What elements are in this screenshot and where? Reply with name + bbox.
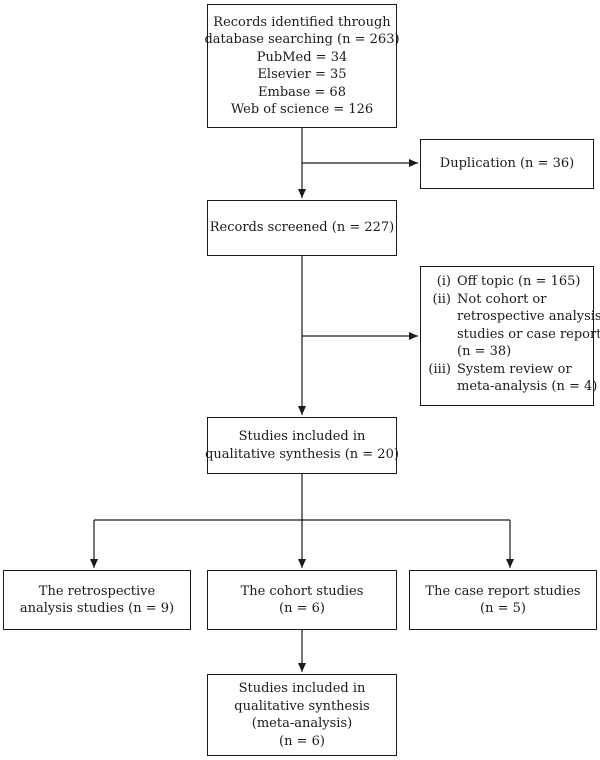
excluded-item-3: (iii) System review or meta-analysis (n … — [425, 361, 597, 396]
cohort-box: The cohort studies (n = 6) — [207, 570, 397, 630]
duplication-box: Duplication (n = 36) — [420, 139, 594, 189]
screened-box: Records screened (n = 227) — [207, 200, 397, 256]
identified-records-box: Records identified through database sear… — [204, 4, 400, 128]
meta-line-4: (n = 6) — [279, 733, 325, 749]
retrospective-line-1: The retrospective — [38, 583, 156, 599]
identified-line-3: PubMed = 34 — [256, 49, 348, 65]
excluded-item-1-line-1: Off topic (n = 165) — [457, 274, 581, 289]
case-report-box: The case report studies (n = 5) — [409, 570, 597, 630]
case-report-line-2: (n = 5) — [480, 601, 526, 616]
retrospective-line-2: analysis studies (n = 9) — [19, 601, 175, 616]
included-line-2: qualitative synthesis (n = 20) — [205, 446, 399, 462]
identified-line-2: database searching (n = 263) — [204, 32, 400, 47]
retrospective-box: The retrospective analysis studies (n = … — [3, 570, 191, 630]
excluded-item-3-number: (iii) — [428, 361, 451, 377]
screened-label: Records screened (n = 227) — [209, 220, 395, 236]
excluded-item-2-line-1: Not cohort or — [457, 291, 547, 307]
excluded-item-2-line-3: studies or case report — [457, 326, 600, 342]
meta-analysis-box: Studies included in qualitative synthesi… — [207, 674, 397, 756]
cohort-line-2: (n = 6) — [279, 601, 325, 616]
duplication-label: Duplication (n = 36) — [439, 156, 575, 172]
excluded-box: (i) Off topic (n = 165) (ii) Not cohort … — [420, 266, 600, 406]
excluded-item-2-number: (ii) — [432, 291, 451, 307]
included-line-1: Studies included in — [238, 429, 366, 444]
excluded-item-2: (ii) Not cohort or retrospective analysi… — [425, 291, 600, 361]
meta-line-1: Studies included in — [238, 681, 366, 696]
identified-line-6: Web of science = 126 — [230, 102, 374, 117]
excluded-item-2-line-4: (n = 38) — [457, 344, 512, 359]
identified-line-4: Elsevier = 35 — [257, 67, 347, 82]
excluded-item-3-line-2: meta-analysis (n = 4) — [457, 379, 598, 394]
excluded-item-1: (i) Off topic (n = 165) — [425, 273, 587, 291]
included-box: Studies included in qualitative synthesi… — [205, 417, 399, 474]
excluded-item-2-line-2: retrospective analysis — [457, 309, 600, 324]
excluded-item-1-number: (i) — [436, 274, 451, 289]
meta-line-3: (meta-analysis) — [251, 716, 353, 731]
meta-line-2: qualitative synthesis — [234, 698, 370, 714]
identified-line-5: Embase = 68 — [258, 84, 346, 100]
identified-line-1: Records identified through — [213, 14, 391, 30]
case-report-line-1: The case report studies — [425, 583, 581, 599]
cohort-line-1: The cohort studies — [240, 583, 364, 599]
excluded-item-3-line-1: System review or — [457, 361, 572, 377]
